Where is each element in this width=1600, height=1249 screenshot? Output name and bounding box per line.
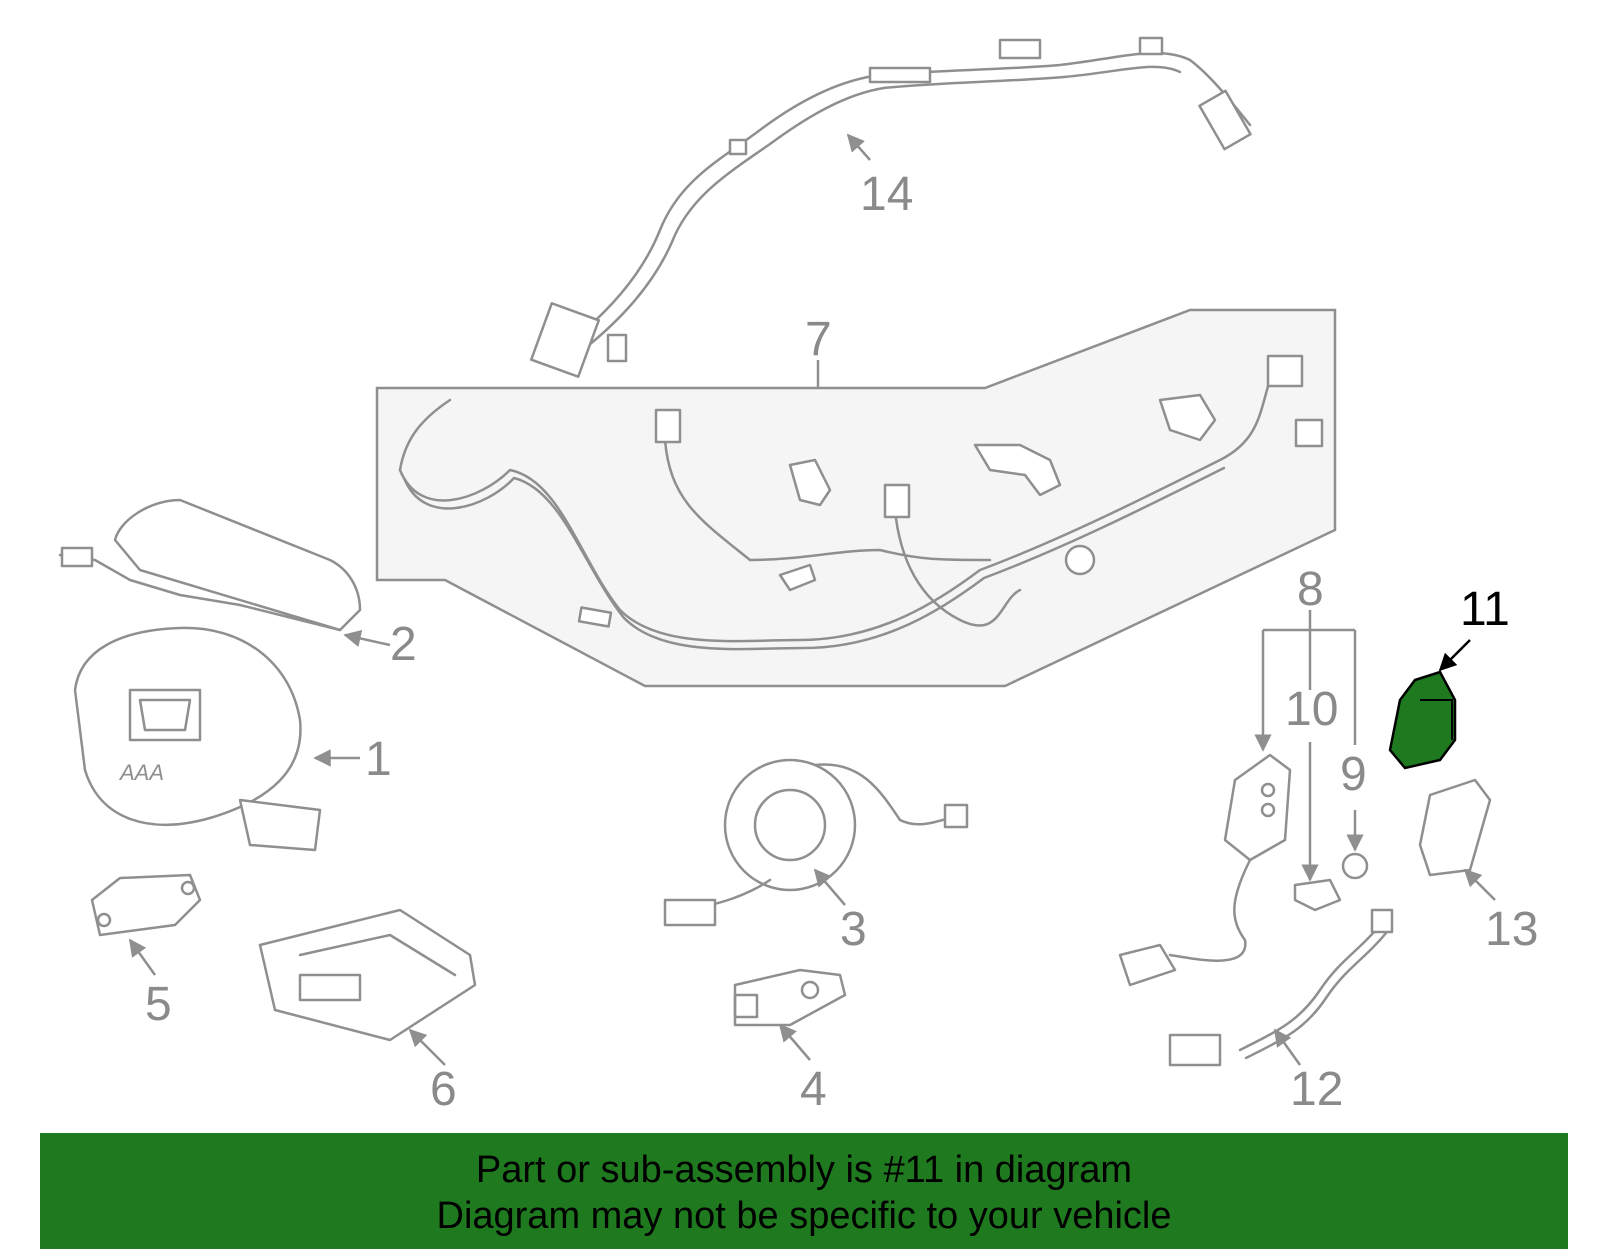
- callout-2: 2: [390, 618, 417, 671]
- part-10-9-parts: [1118, 742, 1369, 987]
- part-8-group: [1254, 610, 1357, 752]
- part-11-highlighted: [1388, 639, 1471, 770]
- callout-14: 14: [860, 168, 913, 221]
- part-3-clockspring: [663, 758, 969, 927]
- callout-11: 11: [1460, 583, 1510, 636]
- part-2-passenger-airbag: [58, 498, 362, 632]
- callout-10: 10: [1285, 683, 1338, 736]
- leader-lines: [128, 133, 1496, 1066]
- part-12-sub-harness: [1168, 908, 1394, 1067]
- part-6-srs-unit: [258, 908, 477, 1042]
- part-14-wire-harness: [529, 36, 1252, 378]
- callout-9: 9: [1340, 748, 1367, 801]
- callout-4: 4: [800, 1063, 827, 1116]
- callout-8: 8: [1297, 563, 1324, 616]
- callout-labels: 14 7 2 1 5 6 3 4 8 10 9 11 13 12: [145, 168, 1538, 1116]
- part-13-module: [1418, 778, 1492, 877]
- part-1-driver-airbag: AAA: [73, 626, 322, 852]
- callout-1: 1: [365, 733, 392, 786]
- banner-line-2: Diagram may not be specific to your vehi…: [436, 1195, 1172, 1237]
- svg-text:AAA: AAA: [118, 760, 164, 785]
- callout-7: 7: [805, 313, 832, 366]
- part-7-harness-assembly: [375, 308, 1337, 688]
- part-5-sensor: [90, 873, 202, 937]
- callout-6: 6: [430, 1063, 457, 1116]
- info-banner: Part or sub-assembly is #11 in diagram D…: [40, 1133, 1568, 1249]
- callout-13: 13: [1485, 903, 1538, 956]
- banner-line-1: Part or sub-assembly is #11 in diagram: [475, 1149, 1133, 1191]
- part-4-switch: [733, 968, 847, 1027]
- callout-5: 5: [145, 978, 172, 1031]
- callout-3: 3: [840, 903, 867, 956]
- callout-12: 12: [1290, 1063, 1343, 1116]
